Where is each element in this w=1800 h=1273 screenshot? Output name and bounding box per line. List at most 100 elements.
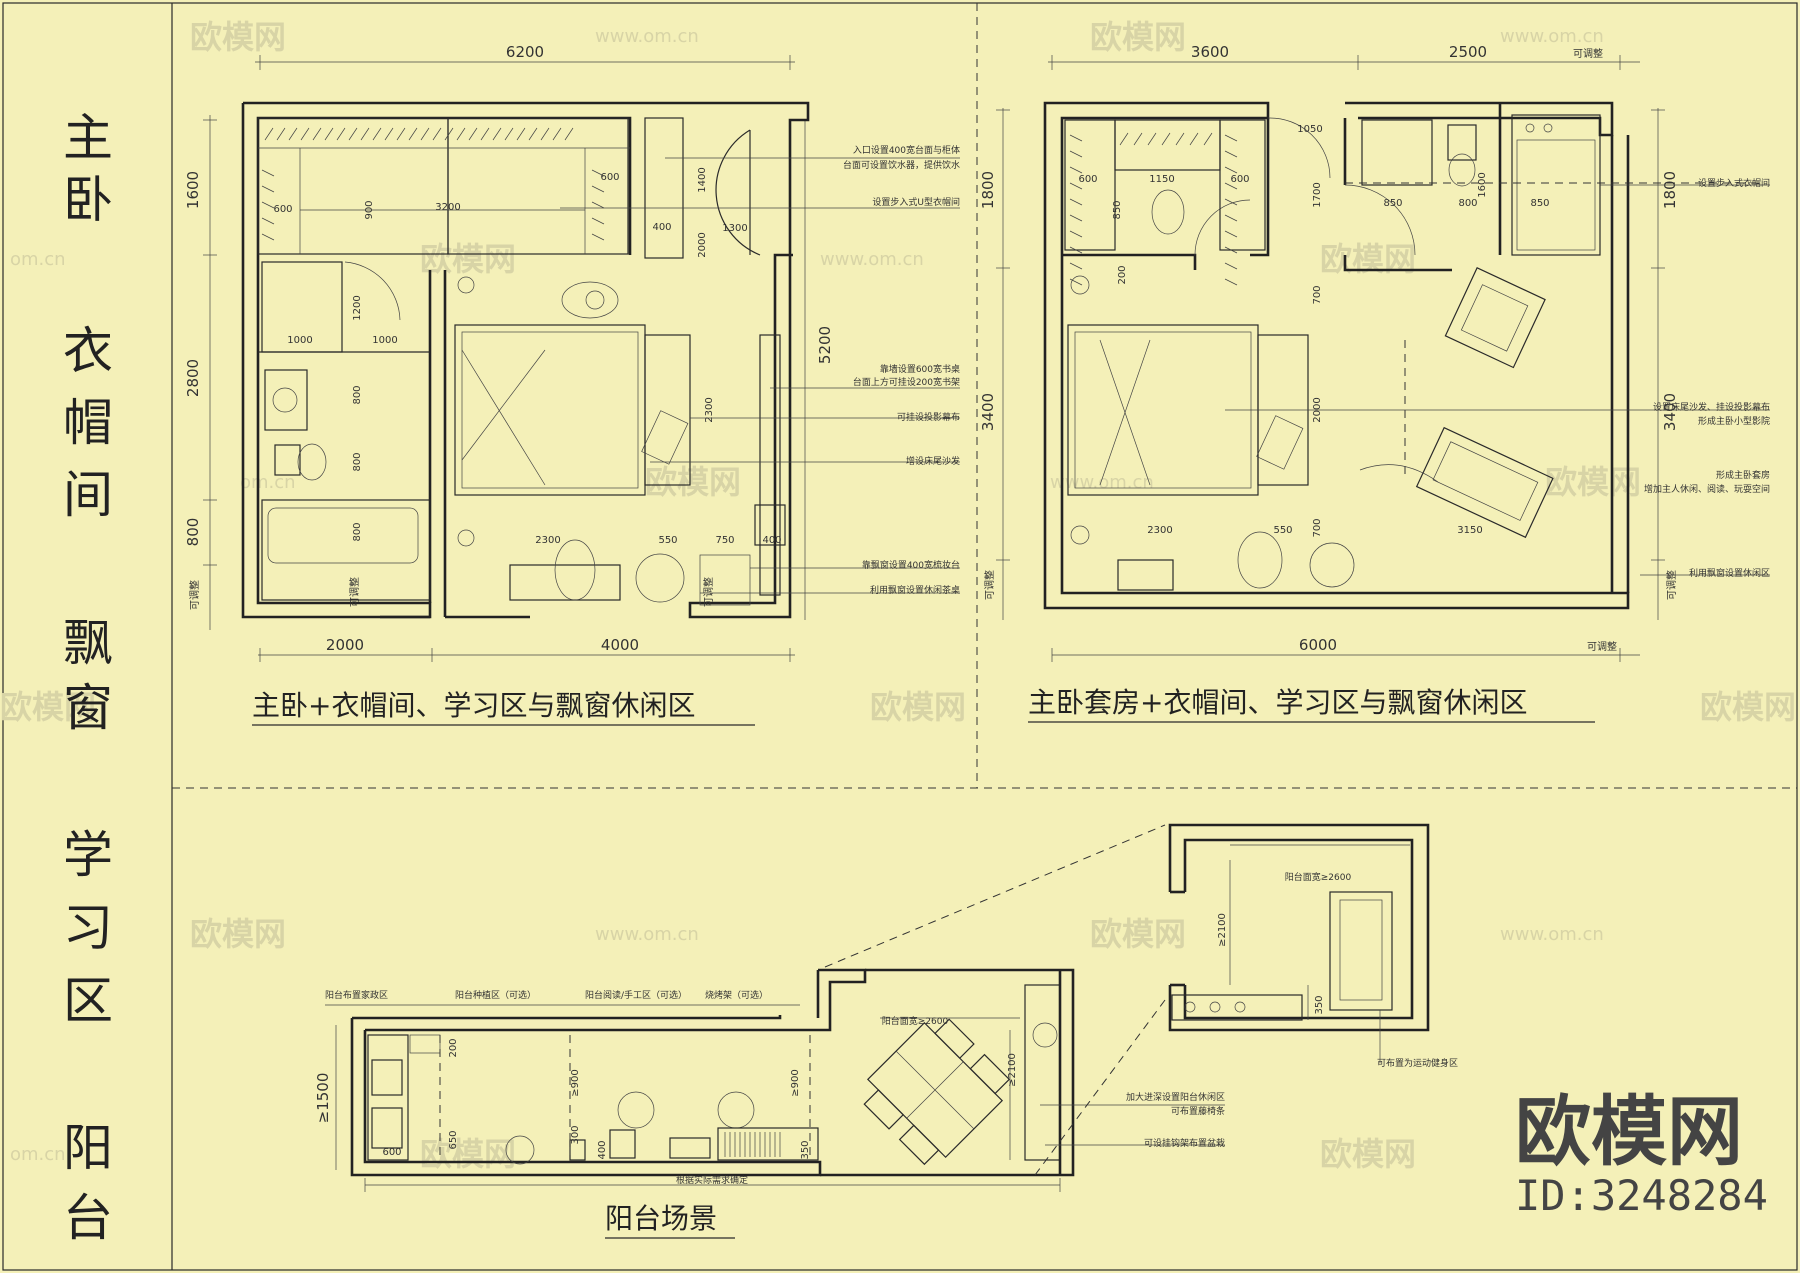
plan1-dim-bottom: 2000 <box>326 636 364 654</box>
plan1-bed <box>454 276 786 596</box>
plan2-note: 利用飘窗设置休闲区 <box>1689 567 1770 579</box>
plan2-dim-adjustable: 可调整 <box>1573 47 1603 60</box>
plan2-note: 设置床尾沙发、挂设投影幕布 <box>1653 401 1770 413</box>
plan2-dim-adjustable: 可调整 <box>983 570 996 600</box>
dimension-label: 600 <box>1078 174 1097 185</box>
plan1: 6200 1600 2800 800 可调整 2000 4000 5200 <box>184 43 960 726</box>
plan2-note: 形成主卧套房 <box>1716 469 1770 481</box>
dimension-label: ≥2100 <box>1217 913 1228 947</box>
plan1-note: 增设床尾沙发 <box>906 455 960 467</box>
watermark-brand: 欧模网 <box>1090 915 1186 953</box>
plan3-zone-label: 阳台种植区（可选） <box>455 989 536 1001</box>
plan3-note: 加大进深设置阳台休闲区 <box>1126 1091 1225 1103</box>
plan2-bed <box>1067 275 1770 591</box>
side-title-char: 卧 <box>63 171 113 229</box>
dimension-label: 850 <box>1383 198 1402 209</box>
dimension-label: 850 <box>1530 198 1549 209</box>
dimension-label: 400 <box>652 222 671 233</box>
watermark-brand: 欧模网 <box>190 18 286 56</box>
dimension-label: ≥900 <box>570 1069 581 1096</box>
plan2: 3600 2500 可调整 1800 3400 可调整 1800 3400 可调… <box>979 43 1770 723</box>
plan3-note: 可布置藤椅条 <box>1171 1105 1225 1117</box>
dimension-label: 可调整 <box>348 577 361 607</box>
watermark-url: www.om.cn <box>1050 472 1154 493</box>
side-title-char: 习 <box>63 899 113 957</box>
plan1-note: 台面可设置饮水器，提供饮水 <box>843 159 960 171</box>
watermark-brand: 欧模网 <box>1700 688 1796 726</box>
side-title-char: 间 <box>63 466 113 524</box>
plan1-dim-left: 2800 <box>184 359 202 397</box>
side-title-char: 阳 <box>63 1119 113 1177</box>
dimension-label: 550 <box>658 535 677 546</box>
watermark-url: www.om.cn <box>820 249 924 270</box>
watermark-brand: 欧模网 <box>420 1135 516 1173</box>
watermark-url: om.cn <box>10 1144 66 1165</box>
plan2-dim-adjustable: 可调整 <box>1665 570 1678 600</box>
watermark-url: www.om.cn <box>595 26 699 47</box>
dimension-label: 800 <box>352 452 363 471</box>
watermark-url: om.cn <box>10 249 66 270</box>
plan2-inner-dims: 1050 600 1150 600 850 1700 1600 850 800 … <box>1078 124 1549 538</box>
dimension-label: 1700 <box>1312 182 1323 207</box>
side-title-char: 台 <box>63 1189 113 1247</box>
plan2-notes: 设置步入式衣帽间 设置床尾沙发、挂设投影幕布 形成主卧小型影院 形成主卧套房 增… <box>1600 177 1770 579</box>
plan1-note: 设置步入式U型衣帽间 <box>872 196 960 208</box>
watermark-brand: 欧模网 <box>0 688 96 726</box>
dimension-label: 400 <box>597 1140 608 1159</box>
dimension-label: ≥900 <box>790 1069 801 1096</box>
plan2-dim-bottom: 6000 <box>1299 636 1337 654</box>
dimension-label: 550 <box>1273 525 1292 536</box>
dimension-label: 300 <box>570 1125 581 1144</box>
dimension-label: 350 <box>1314 995 1325 1014</box>
dimension-label: 600 <box>273 204 292 215</box>
plan1-dim-left: 1600 <box>184 171 202 209</box>
brand-logo: 欧模网 <box>1515 1087 1743 1176</box>
watermark-url: www.om.cn <box>595 924 699 945</box>
plan3-furniture <box>439 1018 1058 1166</box>
side-title-char: 衣 <box>63 322 113 380</box>
dimension-label: 3150 <box>1457 525 1482 536</box>
dimension-label: 700 <box>1312 518 1323 537</box>
dimension-label: 700 <box>1312 285 1323 304</box>
plan1-title: 主卧+衣帽间、学习区与飘窗休闲区 <box>252 689 695 722</box>
plan1-note: 靠飘窗设置400宽梳妆台 <box>862 559 960 571</box>
dimension-label: 200 <box>1117 265 1128 284</box>
dimension-label: 1300 <box>722 223 747 234</box>
dimension-label: 2300 <box>1147 525 1172 536</box>
plan1-dimensions <box>203 55 806 662</box>
dimension-label: 750 <box>715 535 734 546</box>
plan3-zone-label: 烧烤架（可选） <box>705 989 768 1001</box>
dimension-label: 阳台面宽≥2600 <box>882 1015 949 1027</box>
dimension-label: 800 <box>352 385 363 404</box>
plan2-note: 增加主人休闲、阅读、玩耍空间 <box>1644 483 1770 495</box>
watermark-brand: 欧模网 <box>645 463 741 501</box>
dimension-label: 2300 <box>535 535 560 546</box>
logo-id: ID:3248284 <box>1515 1171 1768 1220</box>
dimension-label: 2000 <box>697 232 708 257</box>
plan3: 阳台布置家政区 阳台种植区（可选） 阳台阅读/手工区（可选） 烧烤架（可选） <box>314 823 1458 1239</box>
plan3-note: 可设挂钩架布置盆栽 <box>1144 1137 1225 1149</box>
dimension-label: 600 <box>1230 174 1249 185</box>
plan3-zone-label: 阳台阅读/手工区（可选） <box>585 989 687 1001</box>
watermark-url: www.om.cn <box>1500 924 1604 945</box>
plan3-title: 阳台场景 <box>605 1202 717 1235</box>
watermark-brand: 欧模网 <box>870 688 966 726</box>
side-title-char: 飘 <box>63 614 113 672</box>
dimension-label: 900 <box>364 200 375 219</box>
plan1-dim-adjustable: 可调整 <box>188 580 201 610</box>
dimension-label: 1000 <box>287 335 312 346</box>
watermarks: 欧模网 www.om.cn 欧模网 www.om.cn 欧模网 om.cn ww… <box>0 18 1796 1173</box>
plan2-walls <box>1043 101 1630 610</box>
plan3-dim-bottom: 根据实际需求确定 <box>676 1174 748 1186</box>
dimension-label: 1200 <box>352 295 363 320</box>
dimension-label: 400 <box>762 535 781 546</box>
side-title: 主 卧 衣 帽 间 飘 窗 学 习 区 阳 台 <box>63 109 113 1247</box>
dimension-label: 650 <box>448 1130 459 1149</box>
plan2-dim-top: 2500 <box>1449 43 1487 61</box>
plan1-note: 可挂设投影幕布 <box>897 411 960 423</box>
side-title-char: 窗 <box>63 679 113 737</box>
plan2-dimensions <box>996 55 1665 662</box>
plan2-dim-right: 1800 <box>1661 171 1679 209</box>
